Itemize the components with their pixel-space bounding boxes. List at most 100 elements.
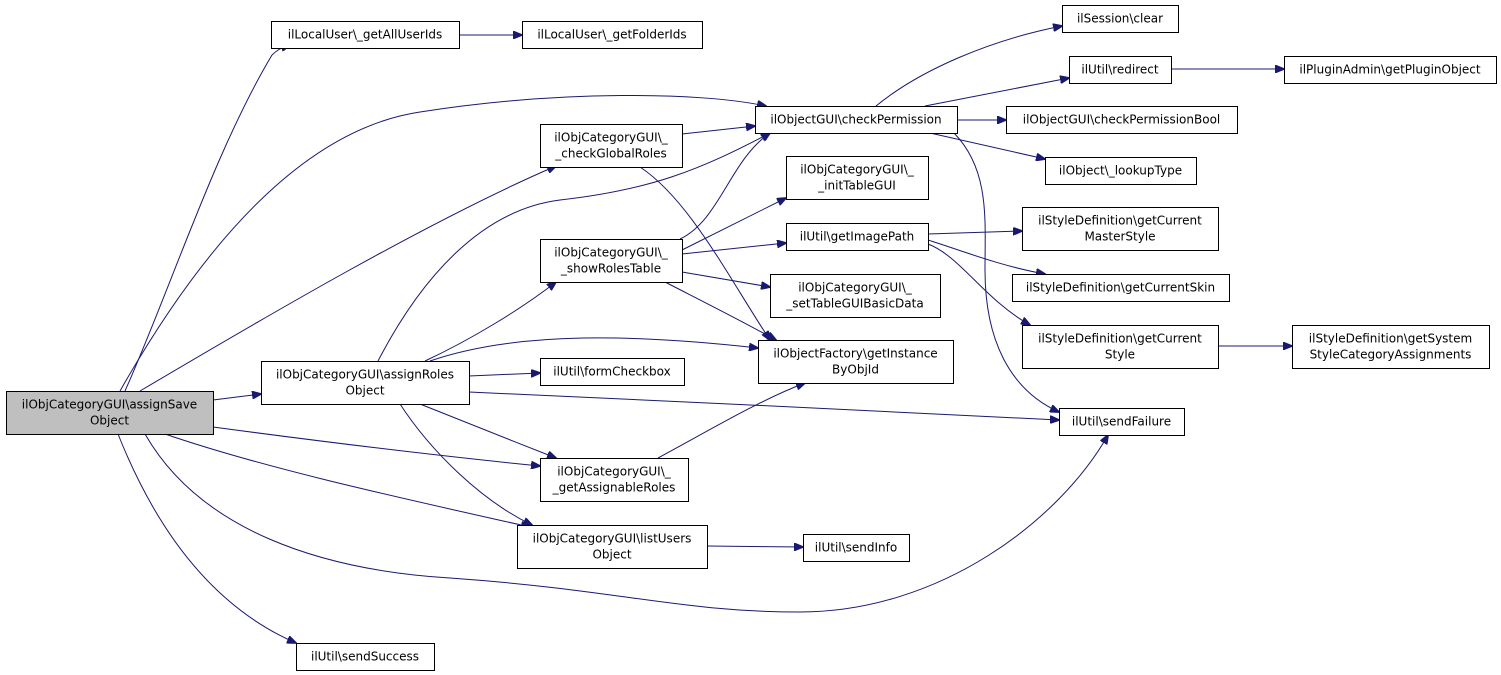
node-label-line: ByObjId xyxy=(832,363,879,377)
edge-check-permission-to-session-clear xyxy=(875,26,1062,107)
node-get-plugin-object[interactable]: ilPluginAdmin\getPluginObject xyxy=(1284,56,1497,84)
node-box xyxy=(770,274,941,318)
node-label-line: Object xyxy=(90,414,129,428)
edge-assign-roles-to-form-checkbox xyxy=(468,373,540,376)
node-label-line: ilPluginAdmin\getPluginObject xyxy=(1299,63,1481,77)
node-send-success[interactable]: ilUtil\sendSuccess xyxy=(296,643,435,671)
node-label-line: ilStyleDefinition\getSystem xyxy=(1309,332,1472,346)
edge-assign-save-to-send-failure xyxy=(144,434,1108,613)
node-box xyxy=(1292,325,1490,369)
node-box xyxy=(296,643,435,671)
node-label-line: ilStyleDefinition\getCurrentSkin xyxy=(1026,281,1215,295)
edge-assign-save-to-check-global-roles xyxy=(139,166,556,392)
node-label-line: ilObjCategoryGUI\listUsers xyxy=(533,532,692,546)
node-label-line: ilUtil\getImagePath xyxy=(800,230,915,244)
node-box xyxy=(540,124,683,168)
edge-get-image-path-to-get-current-skin xyxy=(927,239,1045,274)
node-box xyxy=(517,525,708,569)
node-box xyxy=(1062,5,1179,33)
node-get-folder-ids[interactable]: ilLocalUser\_getFolderIds xyxy=(522,21,703,49)
edges-layer xyxy=(117,26,1292,643)
edge-assign-save-to-get-assignable-roles xyxy=(212,426,540,466)
edge-check-permission-to-lookup-type xyxy=(929,132,1045,159)
node-lookup-type[interactable]: ilObject\_lookupType xyxy=(1045,157,1197,185)
node-get-all-user-ids[interactable]: ilLocalUser\_getAllUserIds xyxy=(271,21,460,49)
edge-assign-roles-to-get-instance-by-obj-id xyxy=(429,337,758,362)
node-redirect[interactable]: ilUtil\redirect xyxy=(1069,56,1172,84)
node-send-info[interactable]: ilUtil\sendInfo xyxy=(803,534,910,562)
node-get-system-style-category-assignments[interactable]: ilStyleDefinition\getSystemStyleCategory… xyxy=(1292,325,1490,369)
node-check-permission[interactable]: ilObjectGUI\checkPermission xyxy=(755,106,958,134)
node-box xyxy=(271,21,460,49)
node-set-table-gui-basic-data[interactable]: ilObjCategoryGUI\_ _setTableGUIBasicData xyxy=(770,274,941,318)
edge-assign-save-to-assign-roles xyxy=(212,394,261,401)
edge-assign-save-to-get-all-user-ids xyxy=(124,45,290,392)
edge-assign-roles-to-check-permission xyxy=(377,133,770,362)
node-box xyxy=(1012,274,1230,302)
edge-show-roles-table-to-check-permission xyxy=(679,133,770,240)
node-init-table-gui[interactable]: ilObjCategoryGUI\_ _initTableGUI xyxy=(786,156,929,200)
edge-show-roles-table-to-get-image-path xyxy=(681,243,786,255)
node-label-line: ilUtil\formCheckbox xyxy=(553,365,670,379)
node-box xyxy=(1284,56,1497,84)
node-label-line: _checkGlobalRoles xyxy=(554,147,667,161)
node-label-line: ilUtil\sendInfo xyxy=(815,541,897,555)
edge-assign-roles-to-show-roles-table xyxy=(424,282,556,362)
node-label-line: _setTableGUIBasicData xyxy=(785,297,923,311)
node-box xyxy=(786,156,929,200)
node-label-line: ilObjectFactory\getInstance xyxy=(773,347,937,361)
edge-show-roles-table-to-init-table-gui xyxy=(681,198,786,251)
node-box xyxy=(786,223,929,251)
node-label-line: _getAssignableRoles xyxy=(552,481,676,495)
edge-assign-roles-to-get-assignable-roles xyxy=(419,403,556,458)
edge-get-assignable-roles-to-get-instance-by-obj-id xyxy=(657,383,805,459)
node-label-line: ilObjCategoryGUI\_ xyxy=(798,281,913,295)
node-label-line: ilObject\_lookupType xyxy=(1059,164,1182,178)
node-label-line: ilSession\clear xyxy=(1077,12,1163,26)
node-label-line: ilUtil\sendSuccess xyxy=(311,650,419,664)
edge-assign-save-to-check-permission xyxy=(119,94,766,392)
node-box xyxy=(1022,207,1219,251)
node-label-line: _showRolesTable xyxy=(560,262,661,276)
node-show-roles-table[interactable]: ilObjCategoryGUI\_ _showRolesTable xyxy=(540,239,683,283)
node-label-line: ilObjectGUI\checkPermissionBool xyxy=(1023,113,1221,127)
edge-assign-roles-to-send-failure xyxy=(468,391,1059,420)
node-box xyxy=(758,340,954,384)
node-box xyxy=(1006,106,1238,134)
edge-show-roles-table-to-set-table-gui-basic-data xyxy=(681,271,770,287)
node-check-permission-bool[interactable]: ilObjectGUI\checkPermissionBool xyxy=(1006,106,1238,134)
node-get-image-path[interactable]: ilUtil\getImagePath xyxy=(786,223,929,251)
node-box xyxy=(1059,408,1185,436)
node-box xyxy=(540,239,683,283)
node-label-line: ilStyleDefinition\getCurrent xyxy=(1038,214,1202,228)
node-label-line: _initTableGUI xyxy=(817,179,896,193)
node-label-line: ilUtil\sendFailure xyxy=(1072,415,1171,429)
node-label-line: MasterStyle xyxy=(1084,230,1155,244)
node-label-line: ilObjCategoryGUI\_ xyxy=(554,131,669,145)
node-label-line: ilObjCategoryGUI\_ xyxy=(800,163,915,177)
node-label-line: ilObjCategoryGUI\assignRoles xyxy=(276,368,454,382)
node-label-line: ilObjectGUI\checkPermission xyxy=(770,113,941,127)
edge-check-permission-to-redirect xyxy=(924,78,1069,107)
node-box xyxy=(755,106,958,134)
edge-show-roles-table-to-get-instance-by-obj-id xyxy=(664,281,776,340)
node-get-assignable-roles[interactable]: ilObjCategoryGUI\__getAssignableRoles xyxy=(540,458,689,502)
node-check-global-roles[interactable]: ilObjCategoryGUI\_ _checkGlobalRoles xyxy=(540,124,683,168)
node-box xyxy=(522,21,703,49)
node-get-current-skin[interactable]: ilStyleDefinition\getCurrentSkin xyxy=(1012,274,1230,302)
node-label-line: ilStyleDefinition\getCurrent xyxy=(1038,332,1202,346)
node-label-line: Object xyxy=(592,548,631,562)
node-form-checkbox[interactable]: ilUtil\formCheckbox xyxy=(540,358,685,386)
node-session-clear[interactable]: ilSession\clear xyxy=(1062,5,1179,33)
node-label-line: ilObjCategoryGUI\_ xyxy=(554,246,669,260)
node-box xyxy=(540,458,689,502)
node-send-failure[interactable]: ilUtil\sendFailure xyxy=(1059,408,1185,436)
node-box xyxy=(1045,157,1197,185)
